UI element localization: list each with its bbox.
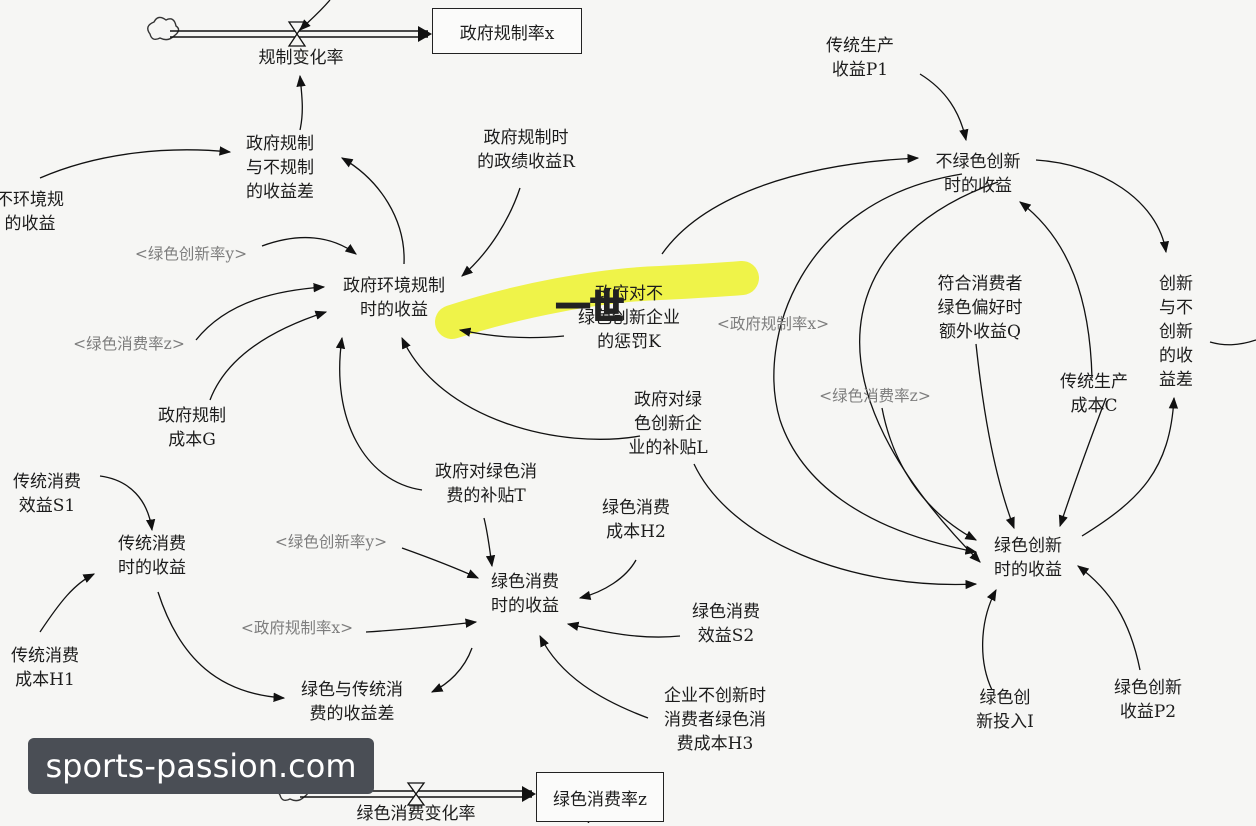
reg-flow-pipe [147, 16, 432, 47]
highlight-stroke [435, 261, 759, 339]
scribble-text: 一世 [555, 287, 625, 329]
node-subsidy-cons: 政府对绿色消 费的补贴T [435, 462, 537, 506]
node-non-green-income: 不绿色创新 时的收益 [935, 152, 1021, 196]
node-gov-reg-shadow-2: <政府规制率x> [240, 619, 354, 637]
node-gov-reg-shadow-1: <政府规制率x> [716, 315, 830, 333]
node-penalty: 政府对不 绿色创新企业 的惩罚K [578, 284, 680, 352]
node-gov-env-income: 政府环境规制 时的收益 [343, 276, 445, 320]
node-green-innov-p2: 绿色创新 收益P2 [1114, 678, 1182, 722]
node-green-innov-income: 绿色创新 时的收益 [994, 536, 1062, 580]
stock-green-cons-rate: 绿色消费率z [536, 772, 664, 822]
node-green-rate-shadow-1: <绿色创新率y> [134, 245, 248, 263]
node-perf-income: 政府规制时 的政绩收益R [477, 128, 575, 172]
node-reg-rate-change: 规制变化率 [258, 48, 344, 68]
node-trad-prod-income: 传统生产 收益P1 [826, 36, 894, 80]
node-reg-diff: 政府规制 与不规制 的收益差 [246, 134, 314, 202]
node-green-cost-h3: 企业不创新时 消费者绿色消 费成本H3 [664, 686, 766, 754]
node-trad-benefit: 传统消费 效益S1 [13, 472, 81, 516]
node-green-cons-shadow-2: <绿色消费率z> [819, 387, 931, 405]
node-gov-reg-cost: 政府规制 成本G [158, 406, 226, 450]
node-green-cost-h2: 绿色消费 成本H2 [602, 498, 670, 542]
node-green-cons-shadow-1: <绿色消费率z> [73, 335, 185, 353]
stock-gov-reg-rate: 政府规制率x [432, 8, 582, 54]
node-green-cons-income: 绿色消费 时的收益 [491, 572, 559, 616]
node-green-benefit-s2: 绿色消费 效益S2 [692, 602, 760, 646]
node-extra-income: 符合消费者 绿色偏好时 额外收益Q [937, 274, 1023, 342]
node-trad-cost: 传统消费 成本H1 [11, 646, 79, 690]
node-trad-cons-income: 传统消费 时的收益 [118, 534, 186, 578]
node-trad-prod-cost: 传统生产 成本C [1060, 372, 1128, 416]
node-subsidy-firm: 政府对绿 色创新企 业的补贴L [628, 390, 708, 458]
watermark-badge: sports-passion.com [28, 738, 374, 794]
node-no-reg-income: 不环境规 的收益 [0, 190, 64, 234]
node-green-cons-change: 绿色消费变化率 [356, 804, 476, 824]
causal-links [39, 0, 1256, 823]
node-cons-diff: 绿色与传统消 费的收益差 [301, 680, 403, 724]
node-innov-invest: 绿色创 新投入I [976, 688, 1034, 732]
node-green-rate-shadow-2: <绿色创新率y> [274, 533, 388, 551]
node-innov-diff: 创新 与不 创新 的收 益差 [1159, 274, 1193, 390]
